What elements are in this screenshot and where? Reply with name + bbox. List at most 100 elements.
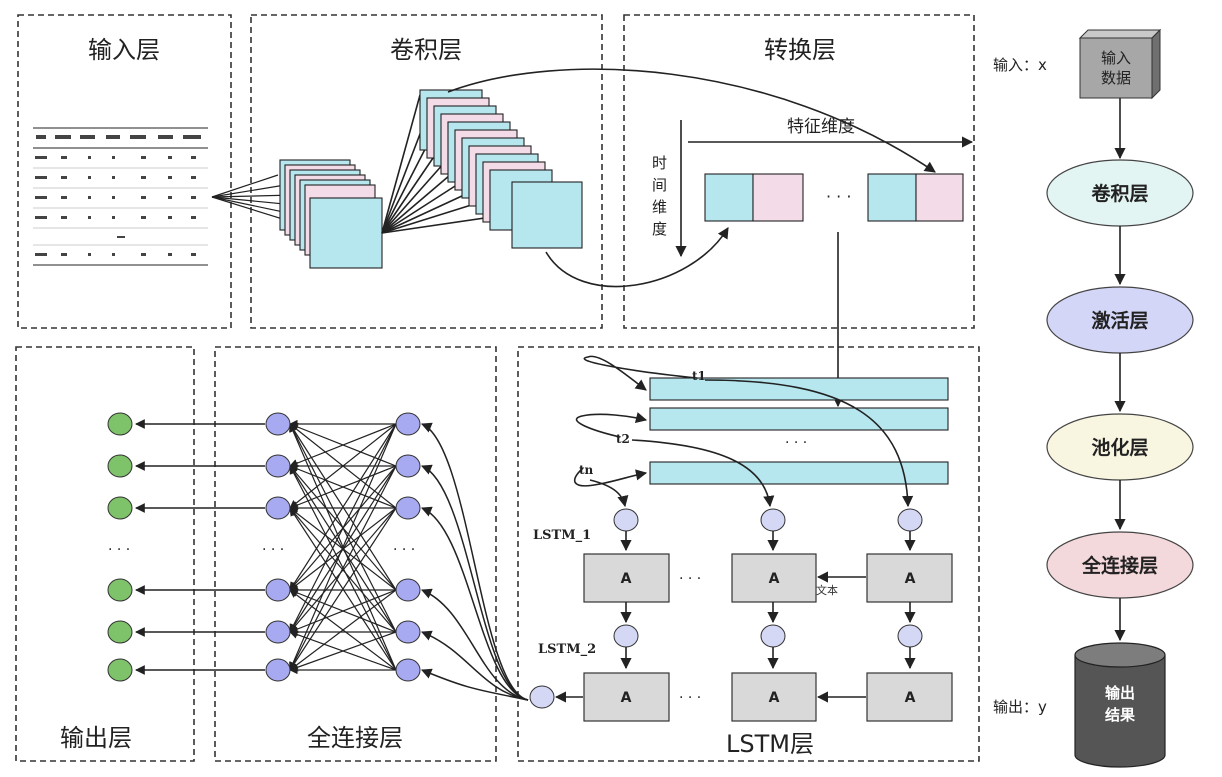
conv-feature-maps-small: [279, 159, 383, 269]
time-axis-char-1: 时: [652, 154, 667, 172]
tn-label: tn: [579, 463, 594, 477]
input-data-table: [33, 127, 208, 266]
tn-to-input-arrow: [589, 479, 629, 508]
lstm-2-cell-2-label: A: [769, 690, 780, 706]
t1-to-input-arrow: [704, 379, 914, 508]
lstm-2-label: LSTM_2: [538, 642, 596, 657]
fc-connection-line: [289, 422, 397, 467]
lstm-1-ellipsis: · · ·: [679, 571, 701, 587]
flow-step-pooling-label: 池化层: [1091, 436, 1148, 459]
flow-output-line2: 结果: [1105, 706, 1136, 724]
lstm-1-label: LSTM_1: [533, 528, 591, 543]
timestep-ellipsis: · · ·: [785, 435, 807, 451]
t1-loop-arrow: [583, 355, 698, 391]
fc-layer-title: 全连接层: [307, 724, 403, 752]
conv-to-sequence-arrow-top: [447, 68, 936, 173]
conv-layer-title: 卷积层: [390, 36, 462, 64]
lstm-to-fc-arrow: [421, 668, 529, 701]
output-ellipsis: · · ·: [108, 542, 130, 558]
stray-text-label: 文本: [816, 583, 838, 597]
lstm-2-cell-1: [583, 672, 670, 722]
conv-to-sequence-arrow-bottom: [545, 227, 729, 288]
time-axis-char-2: 间: [652, 176, 667, 194]
flow-output-label: 输出：y: [993, 698, 1047, 716]
fc-connection-line: [289, 423, 397, 591]
lstm-layer-panel: [517, 346, 980, 762]
fc-to-output-arrows: [135, 419, 265, 675]
flow-input-box: 输入 数据: [1078, 28, 1162, 100]
lstm-1-cell-3: [866, 553, 953, 603]
fc-input-node: [395, 578, 421, 602]
fc-hidden-node: [265, 454, 291, 478]
input-layer-title: 输入层: [88, 36, 160, 64]
fc-input-node: [395, 620, 421, 644]
lstm-2-ellipsis: · · ·: [679, 690, 701, 706]
lstm-2-cell-1-label: A: [621, 690, 632, 706]
fc-connection-line: [289, 465, 397, 633]
input-layer-panel: [17, 14, 232, 329]
fc-input-node: [395, 412, 421, 436]
fc-hidden-node: [265, 496, 291, 520]
time-axis-char-3: 维: [652, 198, 667, 216]
lstm-to-fc-arrow: [421, 464, 529, 701]
fc-hidden-node: [265, 578, 291, 602]
lstm-to-fc-arrow: [421, 630, 529, 701]
lstm-1-cell-2-label: A: [769, 571, 780, 587]
fc-input-node: [395, 496, 421, 520]
lstm-to-fc-arrow: [421, 506, 529, 701]
output-node: [107, 658, 133, 682]
sequence-vector-first: [704, 173, 804, 222]
fc-connection-line: [289, 423, 397, 671]
flow-output-cylinder: 输出 结果: [1074, 642, 1166, 768]
t2-label: t2: [616, 432, 630, 446]
lstm-1-cell-1-label: A: [621, 571, 632, 587]
fc-layer-panel: [214, 346, 497, 762]
lstm-output-node: [529, 685, 555, 709]
feature-axis-label: 特征维度: [787, 117, 855, 137]
fc-connection-line: [289, 507, 397, 633]
flow-step-fc-label: 全连接层: [1081, 554, 1158, 577]
fc-connection-line: [289, 630, 397, 671]
output-node: [107, 496, 133, 520]
output-node: [107, 620, 133, 644]
timestep-bar-tn: [649, 461, 949, 485]
flow-input-box-line2: 数据: [1101, 69, 1131, 87]
lstm-layer-title: LSTM层: [726, 730, 814, 758]
lstm-mid-node-3: [897, 624, 923, 648]
fc-connection-line: [289, 423, 397, 509]
lstm-1-cell-2: [731, 553, 817, 603]
flow-input-label: 输入：x: [993, 56, 1047, 74]
lstm-2-cell-2: [731, 672, 817, 722]
lstm-input-node-3: [897, 508, 923, 532]
time-axis-char-4: 度: [652, 220, 667, 238]
fc-input-node: [395, 454, 421, 478]
fc-connection-line: [289, 465, 397, 671]
sequence-vector-last: [867, 173, 964, 222]
fc-connections: [289, 419, 397, 675]
lstm-to-fc-arrow: [421, 588, 529, 701]
output-node: [107, 578, 133, 602]
timestep-bar-t1: [649, 377, 949, 401]
output-node: [107, 454, 133, 478]
output-node: [107, 412, 133, 436]
output-layer-title: 输出层: [60, 724, 132, 752]
flow-step-conv-label: 卷积层: [1090, 182, 1148, 205]
conv-feature-maps-large: [419, 89, 583, 249]
t2-to-input-arrow: [631, 439, 775, 508]
fc-connection-line: [289, 423, 397, 633]
t2-loop-arrow: [575, 412, 648, 438]
lstm-input-node-2: [760, 508, 786, 532]
flow-step-activation-label: 激活层: [1091, 309, 1148, 332]
flow-output-line1: 输出: [1105, 684, 1135, 702]
lstm-2-cell-3-label: A: [905, 690, 916, 706]
lstm-1-cell-3-label: A: [905, 571, 916, 587]
flow-input-box-line1: 输入: [1101, 49, 1131, 67]
fc-hidden-node: [265, 620, 291, 644]
timestep-bar-t2: [649, 407, 949, 431]
t1-label: t1: [692, 369, 706, 383]
lstm-mid-node-2: [760, 624, 786, 648]
fc-input-ellipsis: · · ·: [393, 542, 415, 558]
tn-loop-arrow: [573, 467, 648, 487]
fc-connection-line: [289, 589, 397, 671]
